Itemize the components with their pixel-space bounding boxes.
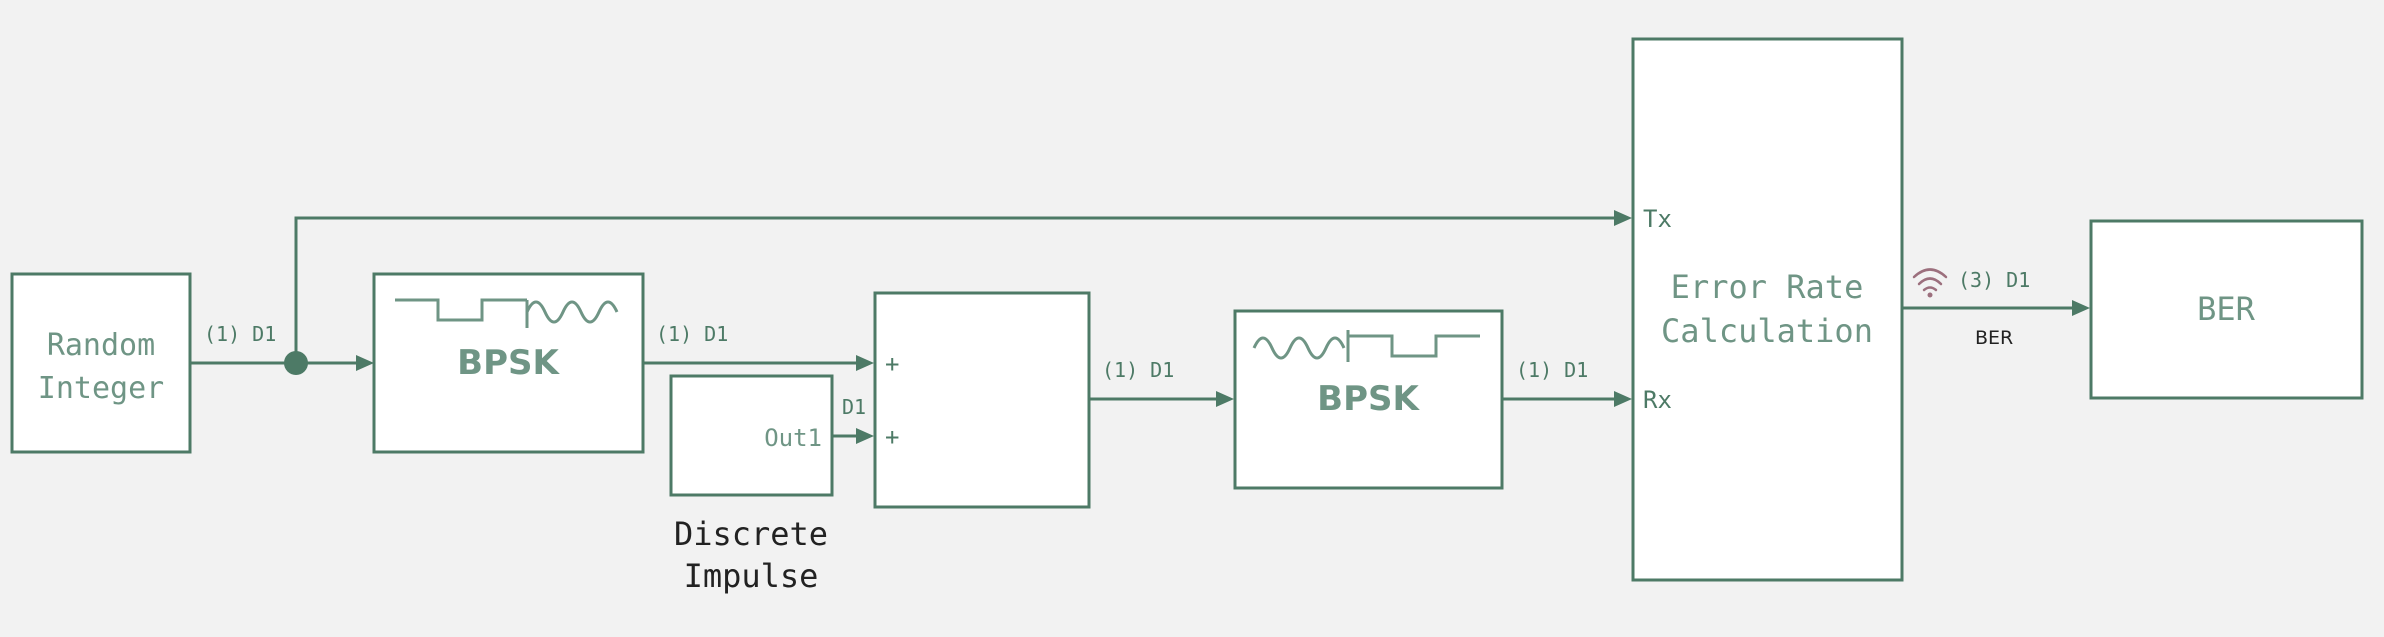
port-label-plus: +: [885, 350, 899, 378]
block-label: Integer: [38, 371, 164, 406]
signal-name-ber: BER: [1975, 327, 2013, 349]
block-label: Error Rate: [1671, 268, 1864, 306]
block-label: Random: [47, 328, 155, 363]
signal-label-impulse-out: D1: [842, 395, 866, 419]
port-label-plus: +: [885, 423, 899, 451]
discrete-impulse-block[interactable]: Out1: [669, 374, 834, 497]
signal-label-sum-out: (1) D1: [1102, 358, 1174, 382]
wifi-signal-icon[interactable]: [1912, 268, 1948, 298]
block-label: BPSK: [1317, 379, 1420, 419]
arrowhead: [1216, 391, 1234, 407]
signal-label-demod-out: (1) D1: [1516, 358, 1588, 382]
ber-display-block[interactable]: BER: [2089, 219, 2364, 400]
arrowhead: [1614, 391, 1632, 407]
arrowhead: [856, 355, 874, 371]
block-caption: Impulse: [684, 557, 819, 595]
sum-block[interactable]: + +: [873, 291, 1091, 509]
block-label: BPSK: [457, 343, 560, 383]
bpsk-demodulator-block[interactable]: BPSK: [1233, 309, 1504, 490]
signal-label-random-out: (1) D1: [204, 322, 276, 346]
arrowhead: [356, 355, 374, 371]
port-label-tx: Tx: [1643, 205, 1672, 233]
passband-to-baseband-icon: [1252, 330, 1480, 362]
port-label-rx: Rx: [1643, 386, 1672, 414]
arrowhead: [2072, 300, 2090, 316]
random-integer-block[interactable]: Random Integer: [10, 272, 192, 454]
error-rate-calculation-block[interactable]: Tx Rx Error Rate Calculation: [1631, 37, 1904, 582]
arrowhead: [1614, 210, 1632, 226]
signal-label-error-out: (3) D1: [1958, 268, 2030, 292]
signal-lines: [190, 210, 2090, 444]
arrowhead: [856, 428, 874, 444]
wire-branch-to-tx[interactable]: [294, 216, 1620, 363]
block-caption: Discrete: [674, 515, 828, 553]
port-label-out1: Out1: [764, 424, 822, 452]
baseband-to-passband-icon: [395, 298, 619, 328]
signal-label-bpsk-out: (1) D1: [656, 322, 728, 346]
branch-point: [284, 351, 308, 375]
bpsk-modulator-block[interactable]: BPSK: [372, 272, 645, 454]
block-label: BER: [2197, 290, 2256, 328]
block-label: Calculation: [1661, 312, 1873, 350]
